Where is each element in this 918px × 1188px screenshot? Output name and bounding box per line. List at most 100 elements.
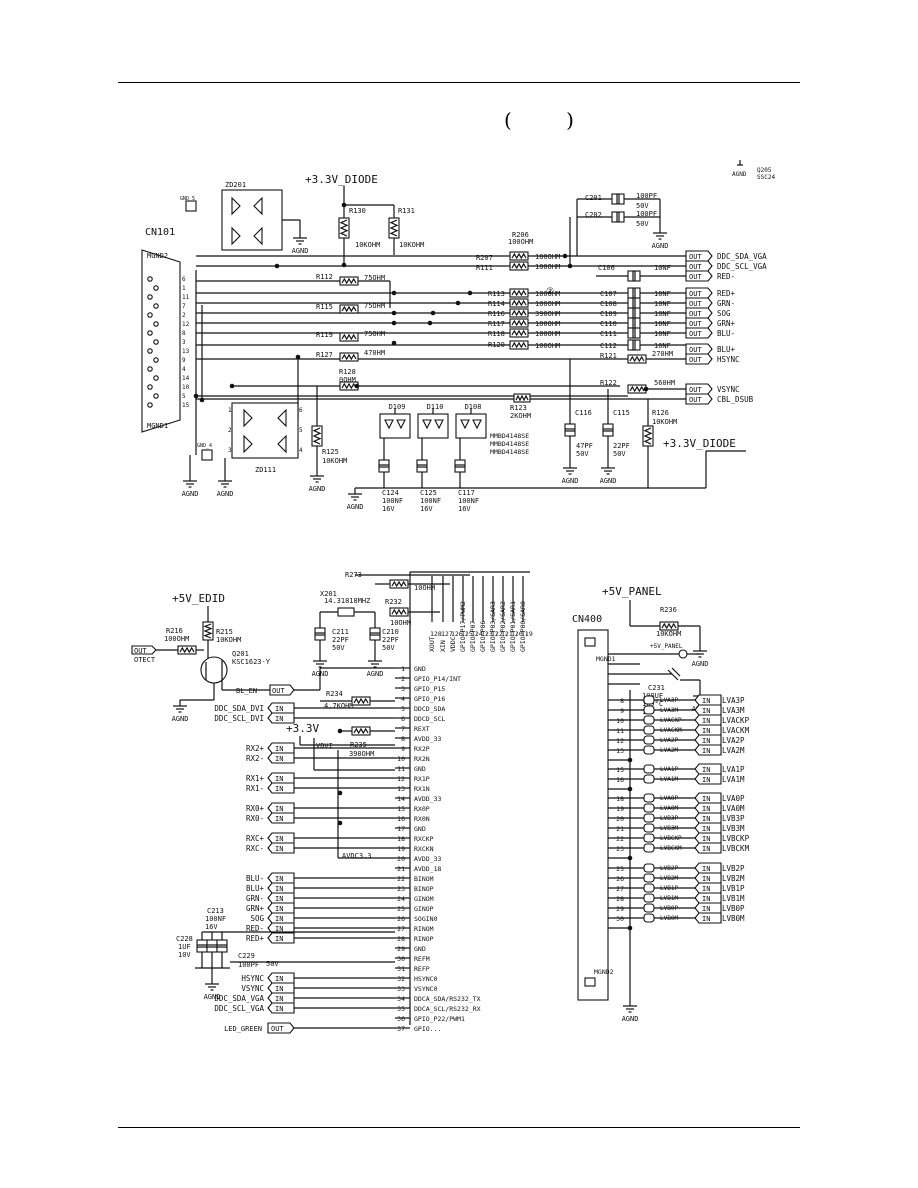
gnd-4-pad (201, 449, 213, 461)
port-tag (685, 307, 713, 319)
r112-value: 75OHM (364, 274, 385, 282)
net-label: BLU- (246, 874, 264, 883)
r111-value: 100OHM (535, 263, 560, 271)
ic-pin-name: REXT (414, 725, 430, 733)
r123 (513, 393, 531, 403)
decoupling-cap (196, 939, 208, 953)
ic-pin-name: RX1P (414, 775, 430, 783)
row-resistor-value: 100OHM (535, 320, 560, 328)
zd-diode (231, 226, 241, 246)
port-tag (685, 393, 713, 405)
ic-pin-name: HSYNC0 (414, 975, 438, 983)
lvds-net-label: LVA3P (722, 696, 745, 705)
lvds-net-label: LVA1P (722, 765, 745, 774)
net-label: GRN- (717, 299, 735, 308)
net-label: RX2+ (246, 744, 265, 753)
c231-polarity (667, 667, 681, 681)
cn101-pin (153, 303, 159, 309)
r216-value: 100OHM (164, 635, 189, 643)
x201-ref: X201 (320, 590, 337, 598)
ic-pin-name: DDCA_SCL/RS232_RX (414, 1005, 481, 1013)
cn400-pin-pad (643, 863, 655, 873)
r215-ref: R215 (216, 628, 233, 636)
ic-pin-name: GPIO_P16 (414, 695, 445, 703)
cn400-pin-number: 21 (616, 825, 624, 833)
r127-value: 470HM (364, 349, 385, 357)
q201-body (200, 656, 228, 684)
cn400-body (577, 629, 609, 1001)
r234-ref: R234 (326, 690, 343, 698)
junction-dot (391, 320, 397, 326)
r123-ref: R123 (510, 404, 527, 412)
r123-value: 2KOHM (510, 412, 531, 420)
resistor-zigzag (511, 309, 527, 317)
resistor-zigzag (341, 382, 357, 390)
cn400-mgnd1: MGND1 (596, 655, 616, 663)
ic-pin-name: RX0P (414, 805, 430, 813)
ic-pin-number: 27 (397, 925, 405, 933)
cn101-pin (147, 384, 153, 390)
lvds-net-label: LVA2P (722, 736, 745, 745)
net-label: VSYNC (241, 984, 264, 993)
port-tag-text: OUT (689, 356, 702, 364)
bypass-cap (416, 459, 428, 473)
port-tag-text: IN (275, 885, 283, 893)
c201 (611, 193, 625, 205)
cap-value: 100NF (420, 497, 441, 505)
port-tag-text: IN (702, 875, 710, 883)
gnd-4-label: GND_4 (197, 443, 212, 449)
cn101-pin-number: 8 (182, 330, 186, 337)
ic-pin-number: 11 (397, 765, 405, 773)
resistor-zigzag (341, 333, 357, 341)
r131-ref: R131 (398, 207, 415, 215)
lvds-net-label: LVB3P (722, 814, 745, 823)
cn400-pin-number: 20 (616, 815, 624, 823)
c231-ref: C231 (648, 684, 665, 692)
net-label: RXC- (246, 844, 264, 853)
cn101-pin-number: 9 (182, 357, 186, 364)
ic-top-pin-number: 126 (451, 630, 463, 638)
cn400-pin-number: 28 (616, 895, 624, 903)
c115-ref: C115 (613, 409, 630, 417)
c115-volt: 50V (613, 450, 626, 458)
c211-volt: 50V (332, 644, 345, 652)
r121-value: 270HM (652, 350, 673, 358)
ic-pin-name: BINOM (414, 875, 434, 883)
ic-pin-number: 7 (401, 725, 405, 733)
x201-value: 14.31818MHZ (324, 597, 370, 605)
row-cap-value: 10NF (654, 310, 671, 318)
junction-dot (337, 820, 343, 826)
port-tag-text: IN (702, 727, 710, 735)
row-cap-value: 10NF (654, 290, 671, 298)
r130-value: 10KOHM (355, 241, 380, 249)
resistor-zigzag (511, 329, 527, 337)
ic-pin-number: 31 (397, 965, 405, 973)
port-tag (694, 802, 722, 814)
junction-dot (391, 290, 397, 296)
ic-top-pin-number: 123 (481, 630, 493, 638)
resistor-zigzag (511, 262, 527, 270)
cap-value: 100NF (458, 497, 479, 505)
c106 (627, 270, 641, 282)
port-tag-text: OUT (689, 396, 702, 404)
port-tag-text: IN (275, 745, 283, 753)
port-tag (685, 383, 713, 395)
resistor-zigzag (203, 623, 213, 639)
port-tag-text: IN (275, 715, 283, 723)
port-tag (694, 882, 722, 894)
ground-label: AGND (622, 1015, 639, 1023)
port-tag-text: IN (702, 815, 710, 823)
resistor-zigzag (341, 353, 357, 361)
c202-volt: 50V (636, 220, 649, 228)
ic-top-pin-number: 121 (501, 630, 513, 638)
ic-pin-name: DDCA_SDA/RS232_TX (414, 995, 481, 1003)
r119 (339, 332, 359, 342)
cap-ref: C124 (382, 489, 399, 497)
lvds-net-label: LVA0M (722, 804, 745, 813)
ic-top-pin-number: 127 (441, 630, 453, 638)
led-tag-text: OUT (271, 1025, 284, 1033)
resistor-zigzag (179, 646, 195, 654)
c116-value: 47PF (576, 442, 593, 450)
ic-pin-number: 1 (401, 665, 405, 673)
